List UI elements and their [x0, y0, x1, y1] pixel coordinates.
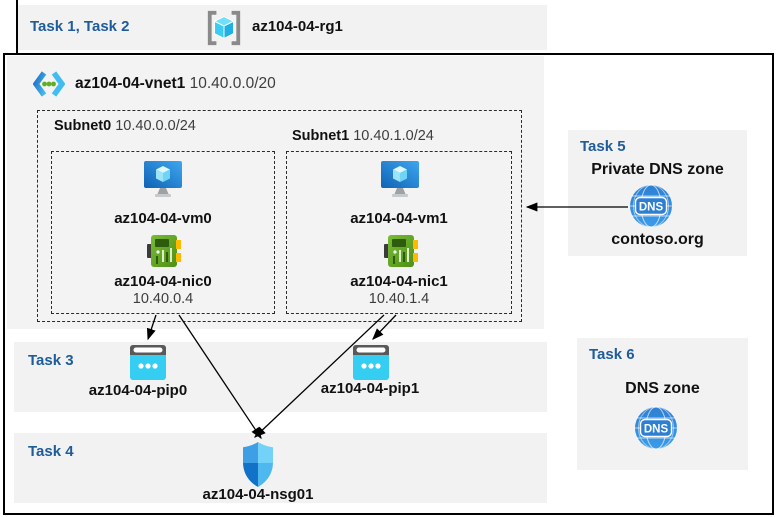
- subnet0-cidr: 10.40.0.0/24: [115, 118, 196, 134]
- resource-group-band: Task 1, Task 2 az104-04-rg1: [18, 5, 547, 50]
- vm0-name: az104-04-vm0: [114, 210, 212, 227]
- task6-label: Task 6: [589, 346, 635, 363]
- pip0-icon: [130, 345, 166, 380]
- task3-label: Task 3: [28, 352, 74, 369]
- vnet-region: az104-04-vnet1 10.40.0.0/20 Subnet0 10.4…: [7, 56, 544, 329]
- pip0-name: az104-04-pip0: [88, 382, 188, 399]
- subnet1-label: Subnet1 10.40.1.0/24: [292, 128, 434, 144]
- top-border-stub: [16, 0, 18, 53]
- task12-label: Task 1, Task 2: [30, 18, 130, 35]
- vm1-icon: [381, 161, 419, 197]
- nic0-ip: 10.40.0.4: [132, 291, 194, 307]
- private-dns-icon: DNS: [630, 184, 672, 228]
- private-dns-zone-name: contoso.org: [611, 231, 704, 248]
- task5-label: Task 5: [580, 138, 626, 155]
- subnet0-label: Subnet0 10.40.0.0/24: [54, 118, 196, 134]
- resource-group-name: az104-04-rg1: [252, 18, 343, 35]
- nic1-ip: 10.40.1.4: [368, 291, 430, 307]
- subnet0-box: az104-04-vm0 az104-04-nic0 10.40.0.4: [51, 151, 275, 314]
- pip1-name: az104-04-pip1: [320, 380, 420, 397]
- nsg-icon: [243, 442, 273, 487]
- subnet0-name: Subnet0: [54, 118, 112, 134]
- subnet1-box: az104-04-vm1 az104-04-nic1 10.40.1.4: [286, 151, 512, 314]
- subnet1-cidr: 10.40.1.0/24: [353, 128, 434, 144]
- task5-box: Task 5 Private DNS zone DNS contoso.org: [568, 130, 747, 256]
- outer-frame: [3, 53, 774, 515]
- nic1-name: az104-04-nic1: [350, 273, 448, 290]
- subnet1-name: Subnet1: [292, 128, 350, 144]
- dns-icon-text: DNS: [644, 424, 669, 436]
- vnet-cidr: 10.40.0.0/20: [189, 75, 276, 92]
- vnet-header: az104-04-vnet1 10.40.0.0/20: [33, 70, 276, 98]
- nic0-icon: [147, 235, 181, 267]
- private-dns-icon-text: DNS: [639, 202, 664, 214]
- task4-band: Task 4 az104-04-nsg01: [14, 433, 547, 503]
- nic0-name: az104-04-nic0: [114, 273, 212, 290]
- task4-label: Task 4: [28, 443, 74, 460]
- resource-group-icon: [207, 10, 241, 46]
- dns-zone-title: DNS zone: [625, 380, 700, 397]
- task6-box: Task 6 DNS zone DNS: [577, 338, 748, 470]
- vnet-name: az104-04-vnet1: [75, 75, 186, 92]
- private-dns-zone-title: Private DNS zone: [591, 161, 724, 178]
- nic1-icon: [384, 235, 418, 267]
- vnet-icon: [33, 71, 65, 97]
- nsg-name: az104-04-nsg01: [202, 486, 314, 503]
- pip1-icon: [353, 345, 389, 380]
- dns-icon: DNS: [635, 406, 677, 450]
- vm0-icon: [144, 161, 182, 197]
- subnets-container: Subnet0 10.40.0.0/24 Subnet1 10.40.1.0/2…: [37, 110, 522, 322]
- task3-band: Task 3 az104-04-pip0 az104-04-pip1: [14, 342, 547, 412]
- vm1-name: az104-04-vm1: [350, 210, 448, 227]
